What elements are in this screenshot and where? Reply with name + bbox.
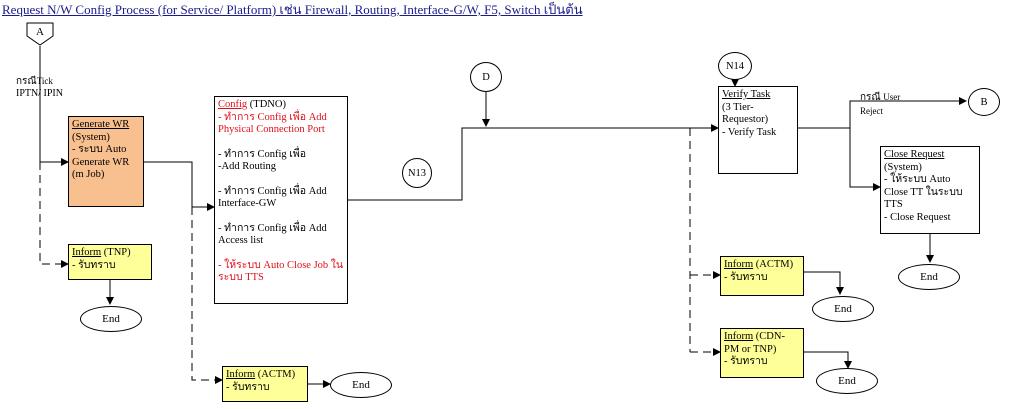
connector-n13: N13 [402, 158, 432, 188]
connector-a: A [36, 26, 44, 38]
tick-label-2: IPTN/ IPIN [16, 88, 63, 99]
user-reject-label: กรณี User [860, 92, 901, 103]
end-node-2: End [330, 372, 392, 398]
connector-b: B [968, 88, 1000, 116]
close-request-box: Close Request (System) - ให้ระบบ Auto Cl… [880, 146, 980, 234]
inform-actm-box-1: Inform (ACTM) - รับทราบ [222, 366, 308, 402]
generate-wr-box: Generate WR (System) - ระบบ Auto Generat… [68, 116, 144, 207]
inform-cdn-box: Inform (CDN- PM or TNP) - รับทราบ [720, 328, 804, 378]
user-reject-label-2: Reject [860, 106, 883, 116]
inform-tnp-box: Inform (TNP) - รับทราบ [68, 244, 152, 280]
end-node-1: End [80, 306, 142, 332]
end-node-4: End [812, 296, 874, 322]
end-node-5: End [816, 368, 878, 394]
config-box: Config (TDNO) - ทำการ Config เพื่อ Add P… [214, 96, 348, 304]
tick-label: กรณีTick [16, 76, 53, 87]
connector-d: D [470, 62, 502, 92]
diagram-title: Request N/W Config Process (for Service/… [2, 2, 583, 17]
verify-task-box: Verify Task (3 Tier- Requestor) - Verify… [718, 86, 798, 174]
inform-actm-box-2: Inform (ACTM) - รับทราบ [720, 256, 804, 296]
connector-n14: N14 [718, 52, 752, 80]
end-node-3: End [898, 264, 960, 290]
connector-a-shape [26, 22, 54, 46]
